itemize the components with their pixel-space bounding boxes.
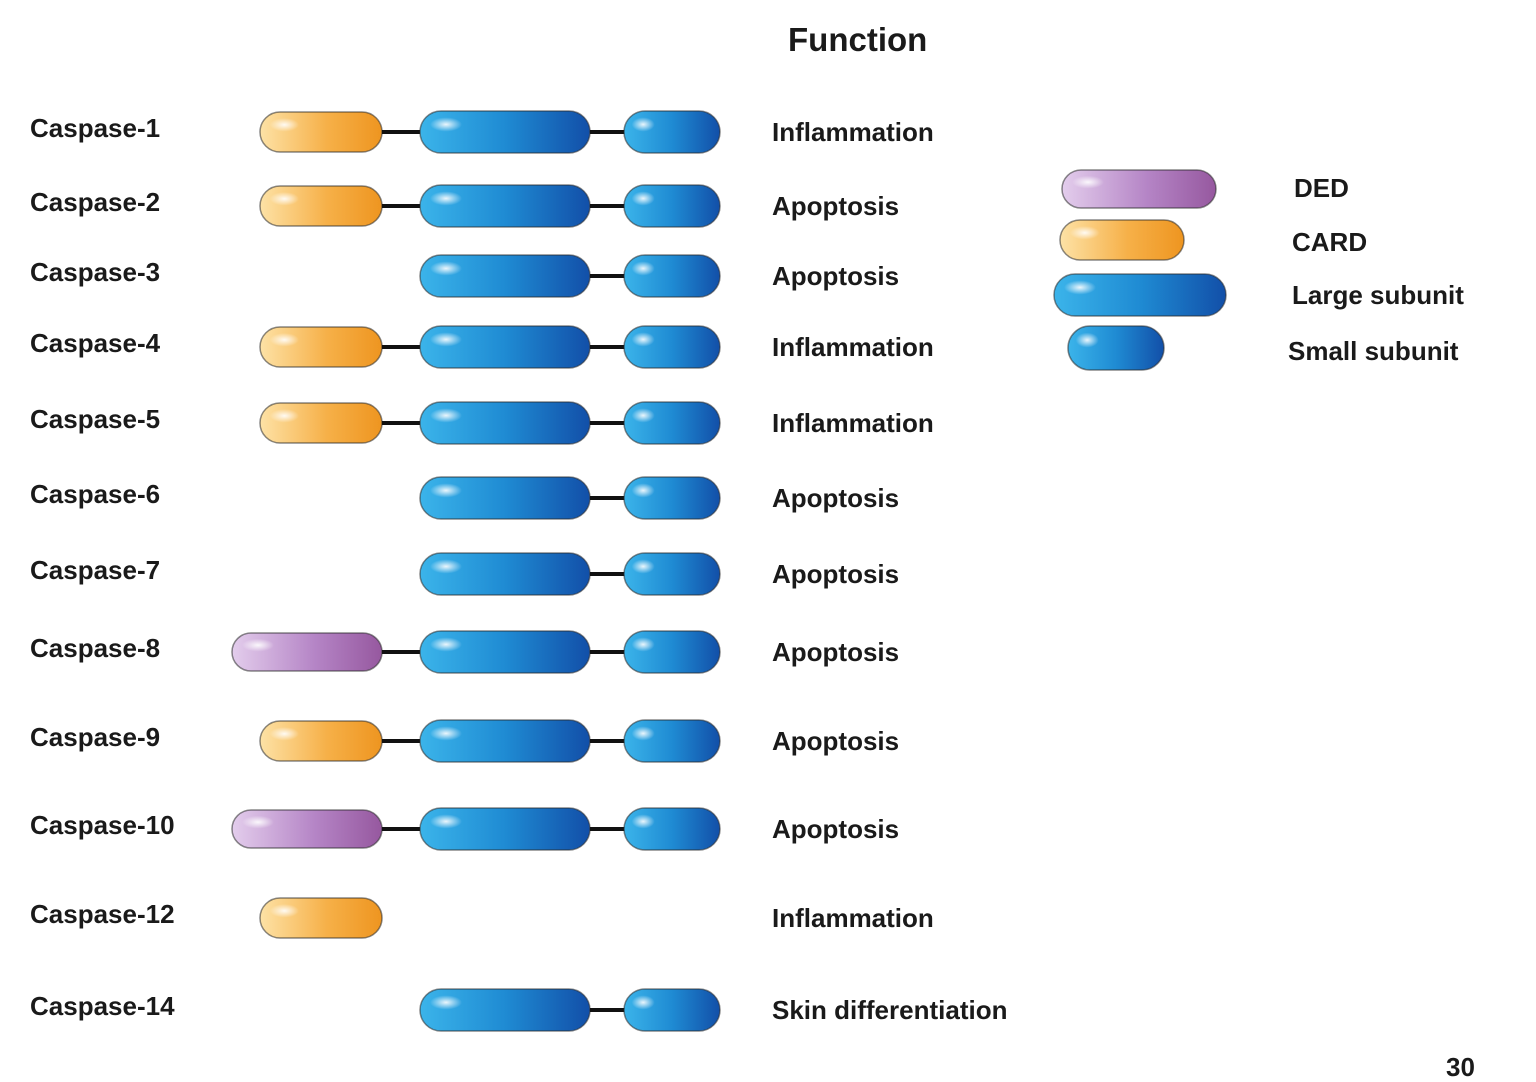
caspase-1-small-subunit — [623, 110, 721, 154]
legend-ded-label: DED — [1294, 173, 1349, 203]
caspase-3-function: Apoptosis — [772, 261, 900, 291]
caspase-10-small-subunit — [623, 807, 721, 851]
legend-large-subunit-label: Large subunit — [1292, 280, 1464, 310]
caspase-5-card-domain — [259, 402, 383, 444]
caspase-1-card-domain — [259, 111, 383, 153]
caspase-9-function: Apoptosis — [772, 726, 900, 756]
caspase-3-small-subunit — [623, 254, 721, 298]
caspase-6-label: Caspase-6 — [30, 479, 161, 509]
legend-ded-swatch — [1061, 169, 1217, 209]
caspase-5-function: Inflammation — [772, 408, 934, 438]
caspase-1-large-subunit — [419, 110, 591, 154]
caspase-2-large-subunit — [419, 184, 591, 228]
caspase-2-card-domain — [259, 185, 383, 227]
caspase-12-card-domain — [259, 897, 383, 939]
caspase-8-ded-domain — [231, 632, 383, 672]
caspase-10-function: Apoptosis — [772, 814, 900, 844]
caspase-7-large-subunit — [419, 552, 591, 596]
caspase-2-small-subunit — [623, 184, 721, 228]
caspase-14-function: Skin differentiation — [772, 995, 1008, 1025]
caspase-10-label: Caspase-10 — [30, 810, 175, 840]
caspase-14-label: Caspase-14 — [30, 991, 175, 1021]
caspase-9-label: Caspase-9 — [30, 722, 161, 752]
legend-small-subunit-label: Small subunit — [1288, 336, 1459, 366]
caspase-3-label: Caspase-3 — [30, 257, 161, 287]
legend-card-swatch — [1059, 219, 1185, 261]
caspase-10-ded-domain — [231, 809, 383, 849]
caspase-8-large-subunit — [419, 630, 591, 674]
caspase-7-small-subunit — [623, 552, 721, 596]
caspase-6-small-subunit — [623, 476, 721, 520]
caspase-1-function: Inflammation — [772, 117, 934, 147]
caspase-4-label: Caspase-4 — [30, 328, 161, 358]
caspase-14-large-subunit — [419, 988, 591, 1032]
caspase-1-label: Caspase-1 — [30, 113, 161, 143]
legend-card-label: CARD — [1292, 227, 1368, 257]
caspase-2-function: Apoptosis — [772, 191, 900, 221]
caspase-4-small-subunit — [623, 325, 721, 369]
caspase-12-label: Caspase-12 — [30, 899, 175, 929]
caspase-6-function: Apoptosis — [772, 483, 900, 513]
caspase-7-function: Apoptosis — [772, 559, 900, 589]
caspase-3-large-subunit — [419, 254, 591, 298]
caspase-8-label: Caspase-8 — [30, 633, 161, 663]
caspase-6-large-subunit — [419, 476, 591, 520]
caspase-4-function: Inflammation — [772, 332, 934, 362]
function-column-title: Function — [788, 21, 928, 58]
caspase-2-label: Caspase-2 — [30, 187, 161, 217]
caspase-5-small-subunit — [623, 401, 721, 445]
caspase-14-small-subunit — [623, 988, 721, 1032]
page-number: 30 — [1446, 1052, 1475, 1082]
caspase-12-function: Inflammation — [772, 903, 934, 933]
caspase-9-card-domain — [259, 720, 383, 762]
caspase-9-small-subunit — [623, 719, 721, 763]
caspase-4-large-subunit — [419, 325, 591, 369]
caspase-8-small-subunit — [623, 630, 721, 674]
caspase-9-large-subunit — [419, 719, 591, 763]
caspase-5-large-subunit — [419, 401, 591, 445]
legend-large-subunit-swatch — [1053, 273, 1227, 317]
caspase-7-label: Caspase-7 — [30, 555, 161, 585]
caspase-4-card-domain — [259, 326, 383, 368]
caspase-10-large-subunit — [419, 807, 591, 851]
caspase-8-function: Apoptosis — [772, 637, 900, 667]
caspase-5-label: Caspase-5 — [30, 404, 161, 434]
legend-small-subunit-swatch — [1067, 325, 1165, 371]
